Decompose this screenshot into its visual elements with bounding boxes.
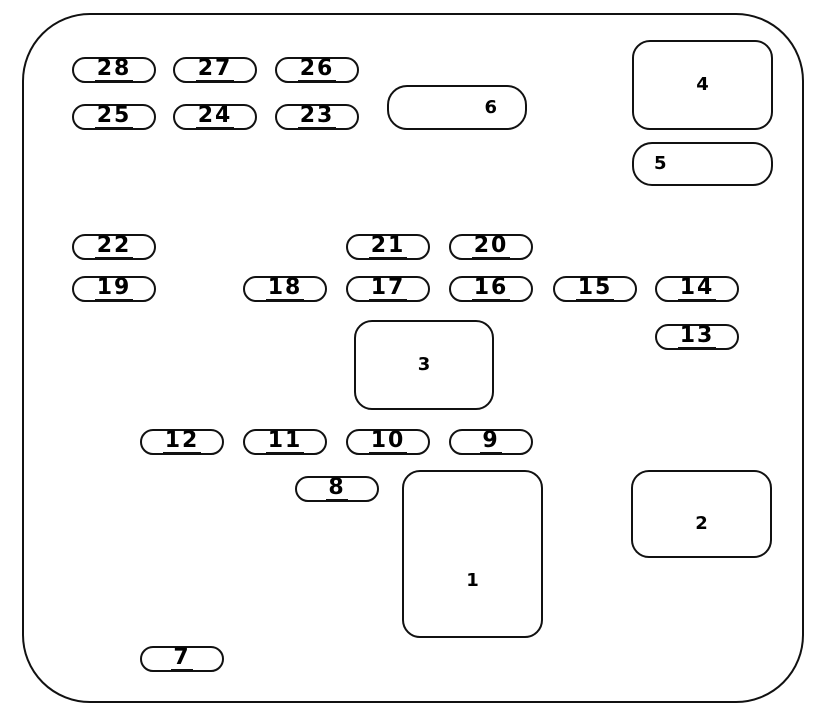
- fuse-10-label: 10: [368, 428, 408, 454]
- fuse-22[interactable]: 22: [72, 234, 156, 260]
- fuse-27-label: 27: [195, 56, 235, 82]
- fuse-27[interactable]: 27: [173, 57, 257, 83]
- fuse-14-label: 14: [677, 275, 717, 301]
- fuse-12-label: 12: [162, 428, 202, 454]
- fuse-28[interactable]: 28: [72, 57, 156, 83]
- fuse-12[interactable]: 12: [140, 429, 224, 455]
- fuse-15-label: 15: [575, 275, 615, 301]
- fuse-9-label: 9: [480, 428, 502, 454]
- fuse-25[interactable]: 25: [72, 104, 156, 130]
- fuse-7[interactable]: 7: [140, 646, 224, 672]
- relay-1-label: 1: [466, 570, 479, 591]
- fuse-13-label: 13: [677, 323, 717, 349]
- fuse-11-label: 11: [265, 428, 305, 454]
- fuse-17[interactable]: 17: [346, 276, 430, 302]
- relay-5[interactable]: 5: [632, 142, 773, 186]
- relay-2[interactable]: 2: [631, 470, 772, 558]
- fuse-14[interactable]: 14: [655, 276, 739, 302]
- fuse-19-label: 19: [94, 275, 134, 301]
- relay-4-label: 4: [696, 74, 709, 95]
- fuse-24-label: 24: [195, 103, 235, 129]
- fuse-25-label: 25: [94, 103, 134, 129]
- fuse-23-label: 23: [297, 103, 337, 129]
- fuse-8-label: 8: [326, 475, 348, 501]
- fuse-8[interactable]: 8: [295, 476, 379, 502]
- fuse-26[interactable]: 26: [275, 57, 359, 83]
- fuse-21[interactable]: 21: [346, 234, 430, 260]
- fuse-26-label: 26: [297, 56, 337, 82]
- fuse-28-label: 28: [94, 56, 134, 82]
- fuse-18-label: 18: [265, 275, 305, 301]
- fuse-11[interactable]: 11: [243, 429, 327, 455]
- fuse-20[interactable]: 20: [449, 234, 533, 260]
- fuse-13[interactable]: 13: [655, 324, 739, 350]
- relay-4[interactable]: 4: [632, 40, 773, 130]
- fuse-10[interactable]: 10: [346, 429, 430, 455]
- fuse-19[interactable]: 19: [72, 276, 156, 302]
- relay-3[interactable]: 3: [354, 320, 494, 410]
- relay-3-label: 3: [417, 354, 431, 375]
- fuse-7-label: 7: [171, 645, 193, 671]
- fuse-16[interactable]: 16: [449, 276, 533, 302]
- fuse-15[interactable]: 15: [553, 276, 637, 302]
- relay-6[interactable]: 6: [387, 85, 527, 130]
- relay-6-label: 6: [484, 96, 497, 118]
- relay-5-label: 5: [654, 153, 667, 174]
- relay-1[interactable]: 1: [402, 470, 543, 638]
- fuse-20-label: 20: [471, 233, 511, 259]
- fuse-17-label: 17: [368, 275, 408, 301]
- fuse-18[interactable]: 18: [243, 276, 327, 302]
- fuse-22-label: 22: [94, 233, 134, 259]
- fuse-16-label: 16: [471, 275, 511, 301]
- fuse-23[interactable]: 23: [275, 104, 359, 130]
- relay-2-label: 2: [695, 513, 708, 534]
- fuse-24[interactable]: 24: [173, 104, 257, 130]
- fuse-21-label: 21: [368, 233, 408, 259]
- fuse-9[interactable]: 9: [449, 429, 533, 455]
